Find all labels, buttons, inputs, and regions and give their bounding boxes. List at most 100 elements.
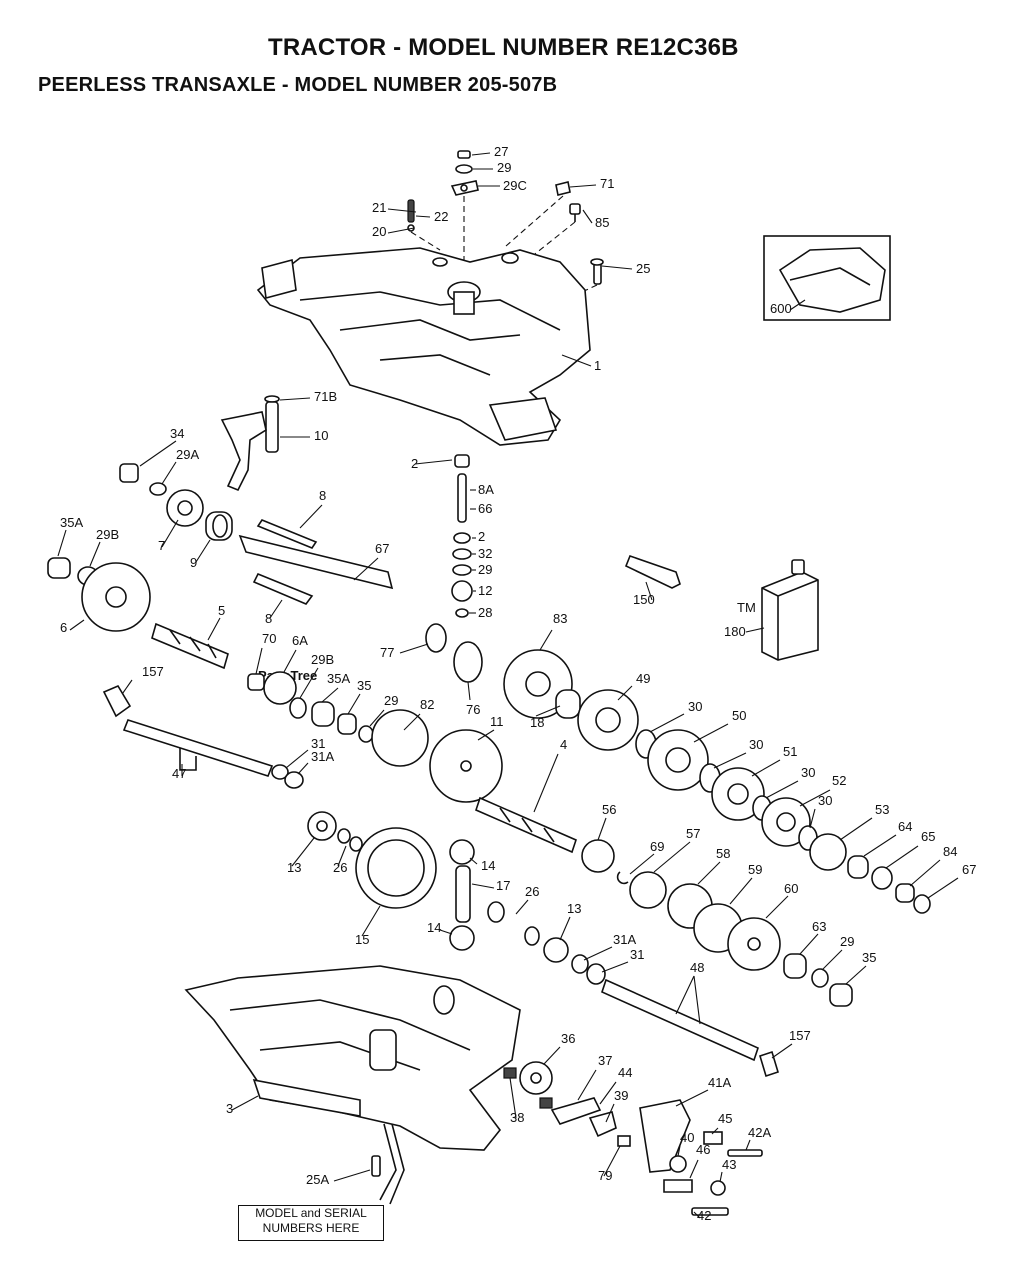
part-label-3: 3 [226, 1101, 233, 1116]
part-label-67b: 67 [962, 862, 976, 877]
part-label-45: 45 [718, 1111, 732, 1126]
upper-housing-part-1 [256, 247, 592, 446]
part-label-29B: 29B [96, 527, 119, 542]
part-label-65: 65 [921, 829, 935, 844]
part-label-50: 50 [732, 708, 746, 723]
part-label-6: 6 [60, 620, 67, 635]
part-label-9: 9 [190, 555, 197, 570]
part-label-31Ab: 31A [613, 932, 636, 947]
part-label-66: 66 [478, 501, 492, 516]
part-label-59: 59 [748, 862, 762, 877]
serial-note-line1: MODEL and SERIAL [255, 1206, 367, 1220]
part-label-69: 69 [650, 839, 664, 854]
part-label-71B: 71B [314, 389, 337, 404]
part-label-49: 49 [636, 671, 650, 686]
part-label-40: 40 [680, 1130, 694, 1145]
part-label-79: 79 [598, 1168, 612, 1183]
part-label-18: 18 [530, 715, 544, 730]
part-label-14b: 14 [427, 920, 441, 935]
part-label-41A: 41A [708, 1075, 731, 1090]
watermark-trademark: TM [737, 600, 756, 615]
part-label-157b: 157 [789, 1028, 811, 1043]
part-label-44: 44 [618, 1065, 632, 1080]
part-label-2b: 2 [478, 529, 485, 544]
part-label-63: 63 [812, 919, 826, 934]
part-label-10: 10 [314, 428, 328, 443]
part-label-47: 47 [172, 766, 186, 781]
leader-lines-top [387, 152, 633, 301]
part-label-82: 82 [420, 697, 434, 712]
part-label-15: 15 [355, 932, 369, 947]
lower-housing-part-3 [184, 965, 521, 1205]
part-label-38: 38 [510, 1110, 524, 1125]
part-label-14a: 14 [481, 858, 495, 873]
page-subtitle: PEERLESS TRANSAXLE - MODEL NUMBER 205-50… [38, 74, 558, 96]
part-label-32: 32 [478, 546, 492, 561]
part-label-84: 84 [943, 844, 957, 859]
part-label-29b: 29 [478, 562, 492, 577]
part-label-29a: 29 [497, 160, 511, 175]
part-label-30b: 30 [749, 737, 763, 752]
part-label-25A: 25A [306, 1172, 329, 1187]
brake-assembly-parts [503, 1046, 763, 1219]
part-label-600: 600 [770, 301, 792, 316]
part-label-70: 70 [262, 631, 276, 646]
part-label-46: 46 [696, 1142, 710, 1157]
part-label-8b: 8 [265, 611, 272, 626]
part-label-42: 42 [697, 1208, 711, 1223]
part-label-150: 150 [633, 592, 655, 607]
part-label-31: 31 [311, 736, 325, 751]
part-label-35Ab: 35A [327, 671, 350, 686]
part-label-4: 4 [560, 737, 567, 752]
part-label-30c: 30 [801, 765, 815, 780]
leader-lines-left [57, 440, 379, 641]
part-label-26b: 26 [525, 884, 539, 899]
tube-150-oil-180 [624, 554, 819, 661]
part-label-36: 36 [561, 1031, 575, 1046]
part-label-8a: 8 [319, 488, 326, 503]
part-label-20: 20 [372, 224, 386, 239]
part-label-180: 180 [724, 624, 746, 639]
part-label-34a: 34 [170, 426, 184, 441]
part-label-52: 52 [832, 773, 846, 788]
part-label-42A: 42A [748, 1125, 771, 1140]
part-label-83: 83 [553, 611, 567, 626]
part-label-58: 58 [716, 846, 730, 861]
part-label-6A: 6A [292, 633, 308, 648]
part-label-26a: 26 [333, 860, 347, 875]
part-label-31A: 31A [311, 749, 334, 764]
model-serial-note: MODEL and SERIAL NUMBERS HERE [238, 1205, 384, 1241]
part-label-28: 28 [478, 605, 492, 620]
leader-lines-middle [117, 629, 959, 899]
part-label-67a: 67 [375, 541, 389, 556]
part-label-11: 11 [490, 714, 504, 729]
part-label-85: 85 [595, 215, 609, 230]
shift-fork-part-10 [220, 395, 311, 492]
part-label-77: 77 [380, 645, 394, 660]
left-shaft-parts [47, 463, 394, 670]
part-label-1: 1 [594, 358, 601, 373]
part-label-43: 43 [722, 1157, 736, 1172]
part-label-64: 64 [898, 819, 912, 834]
part-label-31b: 31 [630, 947, 644, 962]
part-label-13b: 13 [567, 901, 581, 916]
part-label-25: 25 [636, 261, 650, 276]
part-label-37: 37 [598, 1053, 612, 1068]
part-label-56: 56 [602, 802, 616, 817]
part-label-17: 17 [496, 878, 510, 893]
right-lower-gears [581, 817, 867, 1007]
part-label-35: 35 [357, 678, 371, 693]
inset-assembly-600 [763, 235, 891, 321]
differential-gears [291, 811, 629, 985]
axle-part-48 [601, 975, 793, 1078]
part-label-21: 21 [372, 200, 386, 215]
part-label-157a: 157 [142, 664, 164, 679]
part-label-7: 7 [158, 538, 165, 553]
part-label-35A: 35A [60, 515, 83, 530]
part-label-51: 51 [783, 744, 797, 759]
part-label-29C: 29C [503, 178, 527, 193]
part-label-8A: 8A [478, 482, 494, 497]
part-label-22: 22 [434, 209, 448, 224]
part-label-35b: 35 [862, 950, 876, 965]
